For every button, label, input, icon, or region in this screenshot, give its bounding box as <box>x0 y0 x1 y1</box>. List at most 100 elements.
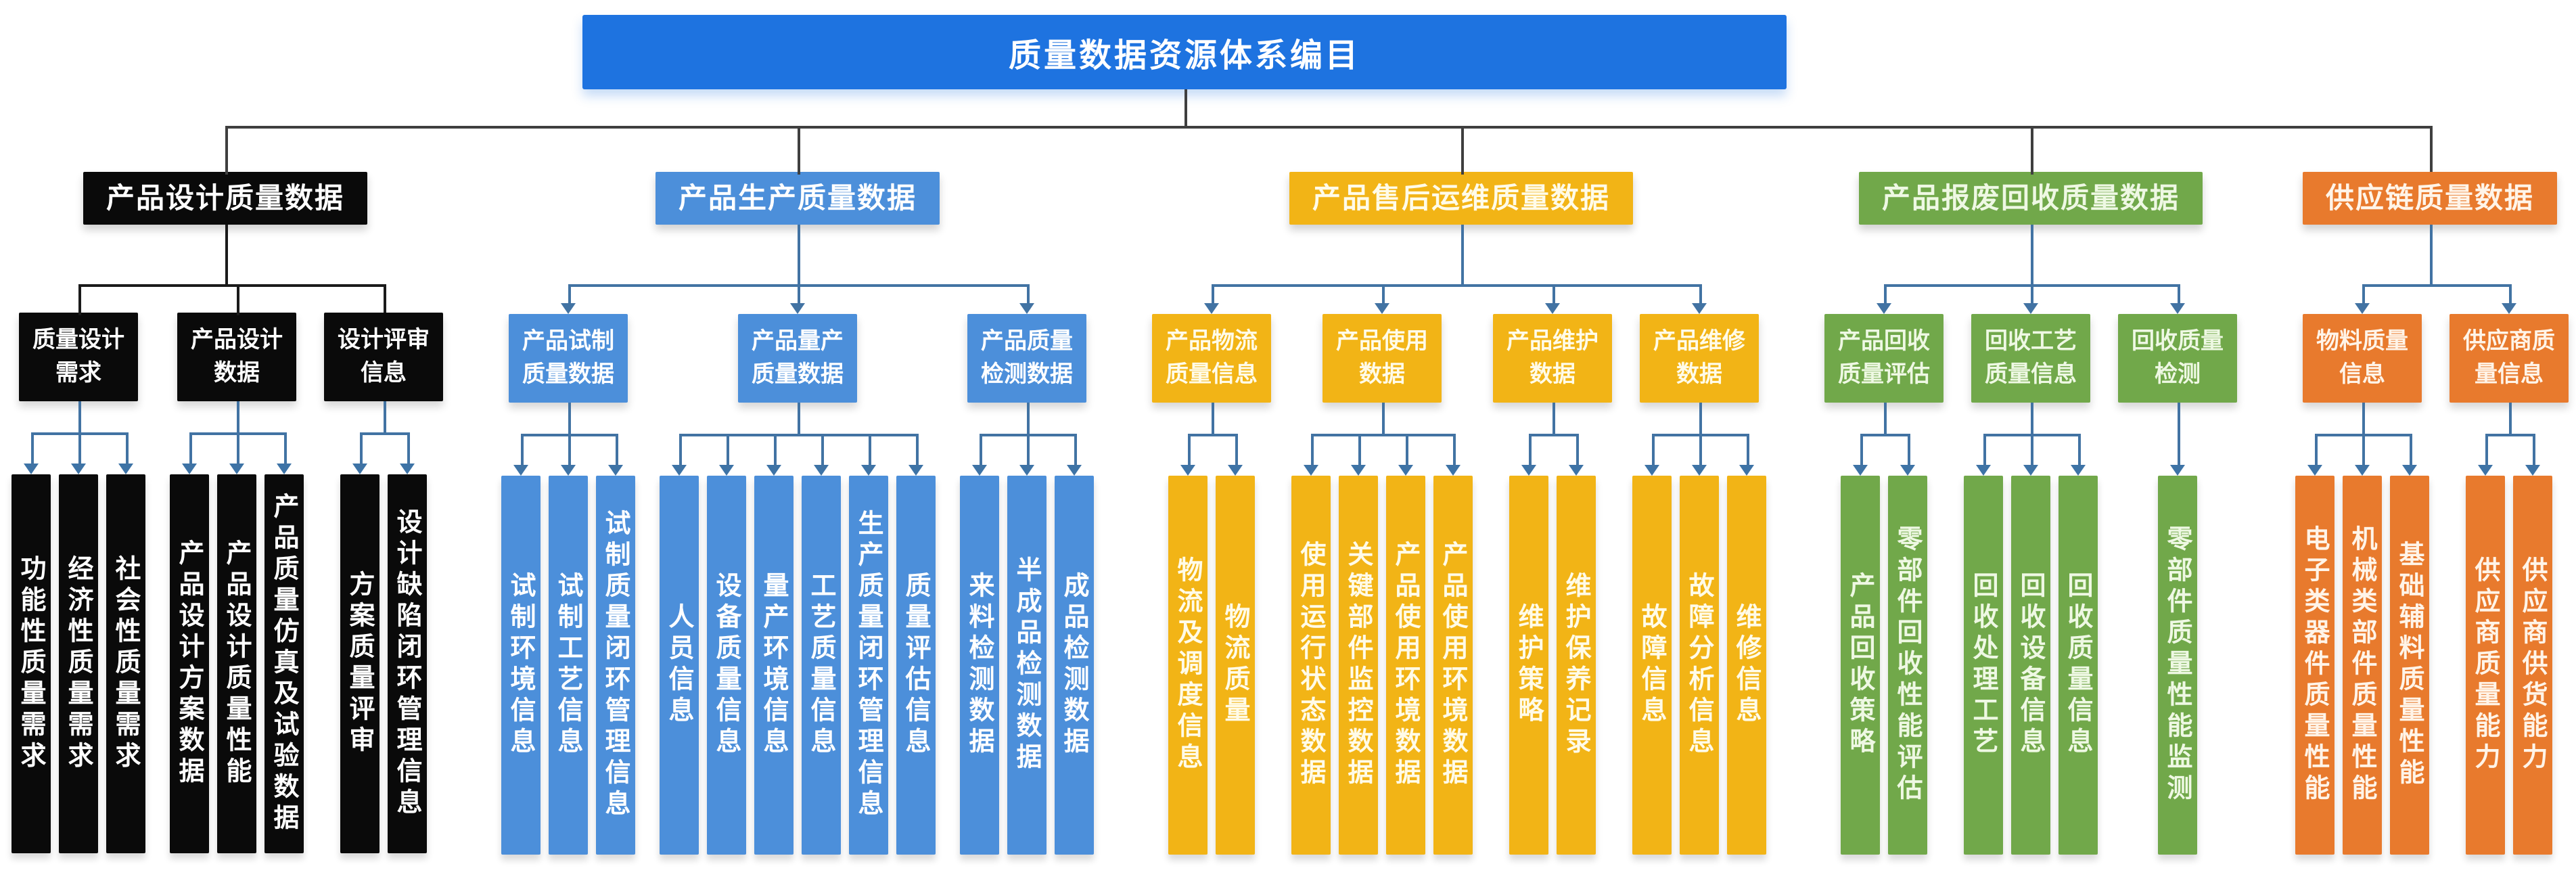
leaf-box: 供应商质量能力 <box>2466 475 2505 855</box>
leaf-box: 回收处理工艺 <box>1964 475 2003 855</box>
leaf: 产品质量仿真及试验数据 <box>260 432 308 853</box>
branch-aftersales: 产品售后运维质量数据产品物流 质量信息物流及调度信息物流质量产品使用 数据使用运… <box>1125 126 1800 855</box>
leaf: 维修信息 <box>1723 433 1770 855</box>
leaves-row: 方案质量评审设计缺陷闭环管理信息 <box>336 401 431 853</box>
arrow-down-icon <box>814 464 829 476</box>
leaf: 故障信息 <box>1628 433 1678 855</box>
leaf: 质量评估信息 <box>892 433 940 855</box>
arrow-down-icon <box>1521 464 1536 476</box>
leaf: 产品设计方案数据 <box>166 432 216 853</box>
leaf-box: 物流及调度信息 <box>1168 475 1208 855</box>
arrow-down-icon <box>513 464 528 476</box>
arrow-down-icon <box>1304 464 1318 476</box>
subgroup: 产品试制 质量数据试制环境信息试制工艺信息试制质量闭环管理信息 <box>489 284 650 855</box>
branch-header: 产品设计质量数据 <box>83 172 367 225</box>
leaf-box: 功能性质量需求 <box>12 474 51 853</box>
leaf: 回收设备信息 <box>2007 433 2057 855</box>
arrow-down-icon <box>608 464 623 476</box>
leaf: 产品使用环境数据 <box>1429 433 1477 855</box>
leaf-box: 经济性质量需求 <box>59 474 98 853</box>
leaves-row: 物流及调度信息物流质量 <box>1164 402 1259 855</box>
leaf: 机械类部件质量性能 <box>2339 433 2389 855</box>
leaf-box: 产品使用环境数据 <box>1386 475 1425 855</box>
leaf-box: 回收设备信息 <box>2011 475 2050 855</box>
leaf-box: 试制工艺信息 <box>549 475 588 855</box>
leaf-box: 设计缺陷闭环管理信息 <box>388 474 427 853</box>
leaves-row: 来料检测数据半成品检测数据成品检测数据 <box>956 402 1098 855</box>
subgroups-row: 产品试制 质量数据试制环境信息试制工艺信息试制质量闭环管理信息产品量产 质量数据… <box>489 225 1106 855</box>
arrow-down-icon <box>1877 303 1891 314</box>
leaf: 成品检测数据 <box>1051 433 1098 855</box>
leaf: 经济性质量需求 <box>55 432 105 853</box>
arrow-down-icon <box>719 464 734 476</box>
branch-recycle: 产品报废回收质量数据产品回收 质量评估产品回收策略零部件回收性能评估回收工艺 质… <box>1797 126 2267 855</box>
arrow-down-icon <box>2023 464 2038 476</box>
arrow-down-icon <box>400 463 415 474</box>
arrow-down-icon <box>2502 303 2516 314</box>
leaf-box: 半成品检测数据 <box>1007 475 1046 855</box>
branch-production: 产品生产质量数据产品试制 质量数据试制环境信息试制工艺信息试制质量闭环管理信息产… <box>470 126 1128 855</box>
leaf-box: 零部件质量性能监测 <box>2158 475 2197 855</box>
leaf-box: 试制环境信息 <box>501 475 540 855</box>
leaves-row: 供应商质量能力供应商供货能力 <box>2462 402 2556 855</box>
arrow-down-icon <box>1067 464 1082 476</box>
leaf: 维护策略 <box>1505 433 1555 855</box>
arrow-down-icon <box>2071 464 2086 476</box>
leaves-row: 产品回收策略零部件回收性能评估 <box>1837 402 1931 855</box>
leaf: 产品回收策略 <box>1837 433 1887 855</box>
subgroups-row: 质量设计 需求功能性质量需求经济性质量需求社会性质量需求产品设计 数据产品设计方… <box>0 225 451 853</box>
leaf: 功能性质量需求 <box>7 432 58 853</box>
subgroup: 产品维修 数据故障信息故障分析信息维修信息 <box>1620 284 1778 855</box>
leaf: 回收质量信息 <box>2054 433 2102 855</box>
subgroup: 产品设计 数据产品设计方案数据产品设计质量性能产品质量仿真及试验数据 <box>158 284 319 853</box>
leaf-box: 机械类部件质量性能 <box>2343 475 2382 855</box>
arrow-down-icon <box>790 303 805 314</box>
leaf: 生产质量闭环管理信息 <box>845 433 895 855</box>
leaf: 电子类器件质量性能 <box>2291 433 2341 855</box>
arrow-down-icon <box>2402 464 2417 476</box>
arrow-down-icon <box>71 463 86 474</box>
arrow-down-icon <box>1204 303 1219 314</box>
leaves-row: 回收处理工艺回收设备信息回收质量信息 <box>1960 402 2102 855</box>
arrow-down-icon <box>561 464 576 476</box>
leaves-row: 功能性质量需求经济性质量需求社会性质量需求 <box>7 401 150 853</box>
subgroup: 产品量产 质量数据人员信息设备质量信息量产环境信息工艺质量信息生产质量闭环管理信… <box>647 284 950 855</box>
branch-header: 供应链质量数据 <box>2302 172 2557 225</box>
leaf-box: 零部件回收性能评估 <box>1888 475 1927 855</box>
leaf: 基础辅料质量性能 <box>2386 433 2433 855</box>
leaf-box: 关键部件监控数据 <box>1339 475 1378 855</box>
subgroup-box: 物料质量 信息 <box>2303 314 2422 403</box>
leaf-box: 维护保养记录 <box>1557 475 1596 855</box>
leaf: 产品设计质量性能 <box>213 432 263 853</box>
arrow-down-icon <box>1853 464 1868 476</box>
subgroup: 产品质量 检测数据来料检测数据半成品检测数据成品检测数据 <box>948 284 1106 855</box>
arrow-down-icon <box>766 464 781 476</box>
leaf-box: 产品质量仿真及试验数据 <box>264 474 304 853</box>
arrow-down-icon <box>1446 464 1460 476</box>
arrow-down-icon <box>2170 303 2185 314</box>
leaf: 半成品检测数据 <box>1003 433 1053 855</box>
leaf: 物流质量 <box>1212 433 1259 855</box>
leaf: 量产环境信息 <box>750 433 800 855</box>
leaf: 回收处理工艺 <box>1960 433 2010 855</box>
leaf: 试制环境信息 <box>497 433 547 855</box>
leaf-box: 维护策略 <box>1509 475 1548 855</box>
subgroup-box: 产品维护 数据 <box>1493 314 1612 403</box>
leaf: 设备质量信息 <box>703 433 753 855</box>
leaf-box: 维修信息 <box>1727 475 1766 855</box>
leaf-box: 方案质量评审 <box>340 474 380 853</box>
subgroups-row: 物料质量 信息电子类器件质量性能机械类部件质量性能基础辅料质量性能供应商质 量信… <box>2283 225 2576 855</box>
leaf-box: 社会性质量需求 <box>106 474 145 853</box>
leaf-box: 设备质量信息 <box>707 475 746 855</box>
leaf: 使用运行状态数据 <box>1287 433 1337 855</box>
arrow-down-icon <box>1019 464 1034 476</box>
leaves-row: 维护策略维护保养记录 <box>1505 402 1600 855</box>
arrow-down-icon <box>2170 464 2185 476</box>
subgroup-box: 产品物流 质量信息 <box>1152 314 1271 403</box>
leaves-row: 使用运行状态数据关键部件监控数据产品使用环境数据产品使用环境数据 <box>1287 402 1477 855</box>
arrow-down-icon <box>24 463 39 474</box>
arrow-down-icon <box>1569 464 1584 476</box>
arrow-down-icon <box>2478 464 2493 476</box>
arrow-down-icon <box>277 463 292 474</box>
leaf-box: 使用运行状态数据 <box>1291 475 1331 855</box>
